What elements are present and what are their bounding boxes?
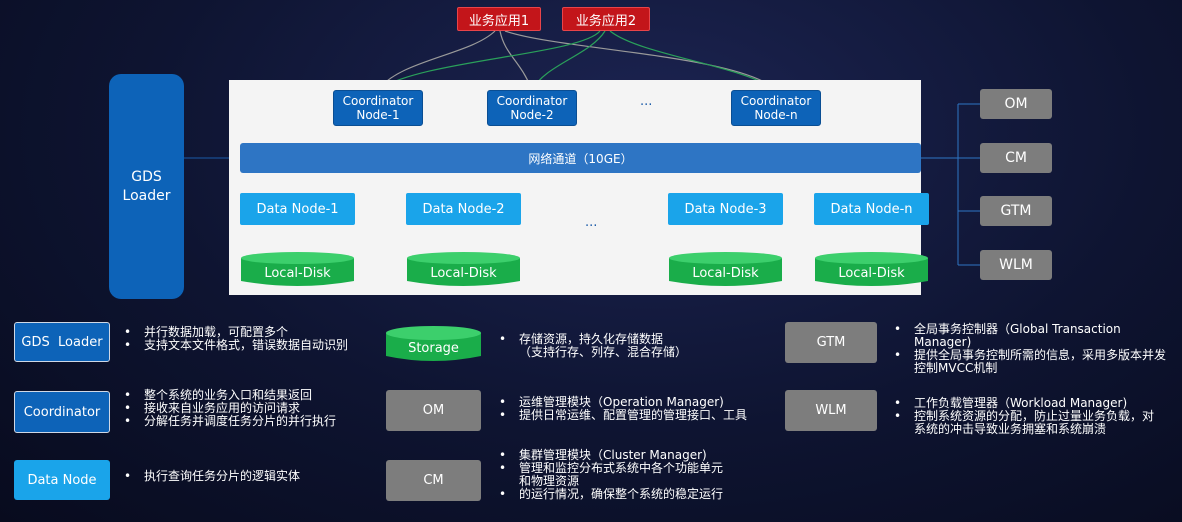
disk-label: Local-Disk [692, 265, 759, 281]
legend-text: Manager) [914, 335, 972, 349]
legend-text: 全局事务控制器（Global Transaction [890, 323, 1166, 337]
legend-text: 管理和监控分布式系统中各个功能单元 [495, 462, 723, 476]
wlm-box: WLM [980, 250, 1052, 280]
cm-box: CM [980, 143, 1052, 173]
disk-cylinder-icon [407, 252, 520, 286]
legend-text: 控制系统资源的分配，防止过量业务负载，对 [890, 410, 1154, 424]
local-disk-2: Local-Disk [406, 250, 521, 288]
legend-text: 分解任务并调度任务分片的并行执行 [120, 415, 336, 429]
legend-wlm-desc: 工作负载管理器（Workload Manager) 控制系统资源的分配，防止过量… [890, 397, 1154, 436]
om-box: OM [980, 89, 1052, 119]
legend-gtm-desc: 全局事务控制器（Global Transaction Manager) 提供全局… [890, 323, 1166, 375]
gds-loader-box: GDS Loader [109, 74, 184, 299]
coordinator-node-1: Coordinator Node-1 [333, 90, 423, 126]
coordinator-node-n: Coordinator Node-n [731, 90, 821, 126]
legend-text: 运维管理模块（Operation Manager) [495, 396, 747, 410]
disk-cylinder-icon [669, 252, 782, 286]
legend-text: 控制MVCC机制 [914, 361, 998, 375]
legend-text: 工作负载管理器（Workload Manager) [890, 397, 1154, 411]
legend-text: 提供日常运维、配置管理的管理接口、工具 [495, 409, 747, 423]
legend-text: 接收来自业务应用的访问请求 [120, 402, 336, 416]
coordinator-ellipsis: ··· [640, 98, 653, 113]
legend-wlm: WLM [785, 390, 877, 431]
gtm-box: GTM [980, 196, 1052, 226]
coordinator-node-2: Coordinator Node-2 [487, 90, 577, 126]
legend-storage-desc: 存储资源，持久化存储数据 （支持行存、列存、混合存储） [495, 333, 687, 359]
legend-text: 和物理资源 [519, 474, 580, 488]
legend-text: 系统的冲击导致业务拥塞和系统崩溃 [914, 422, 1107, 436]
local-disk-1: Local-Disk [240, 250, 355, 288]
legend-gds-desc: 并行数据加载，可配置多个 支持文本文件格式，错误数据自动识别 [120, 326, 348, 353]
legend-datanode-desc: 执行查询任务分片的逻辑实体 [120, 470, 300, 484]
local-disk-4: Local-Disk [814, 250, 929, 288]
legend-storage-label: Storage [408, 340, 459, 356]
disk-label: Local-Disk [430, 265, 497, 281]
legend-text: 的运行情况，确保整个系统的稳定运行 [495, 488, 723, 502]
legend-text: 整个系统的业务入口和结果返回 [120, 389, 336, 403]
disk-label: Local-Disk [838, 265, 905, 281]
disk-cylinder-icon [815, 252, 928, 286]
data-node-ellipsis: ··· [585, 219, 598, 234]
legend-coordinator: Coordinator [14, 391, 110, 433]
legend-text: 存储资源，持久化存储数据 [495, 333, 687, 347]
legend-gtm: GTM [785, 322, 877, 363]
data-node-n: Data Node-n [814, 193, 929, 225]
disk-label: Local-Disk [264, 265, 331, 281]
network-channel: 网络通道（10GE） [240, 143, 921, 173]
local-disk-3: Local-Disk [668, 250, 783, 288]
legend-text: （支持行存、列存、混合存储） [519, 345, 688, 359]
legend-text: 执行查询任务分片的逻辑实体 [120, 470, 300, 484]
legend-storage: Storage [385, 324, 482, 364]
legend-gds-loader: GDS Loader [14, 322, 110, 362]
legend-cm: CM [386, 460, 481, 501]
legend-coordinator-desc: 整个系统的业务入口和结果返回 接收来自业务应用的访问请求 分解任务并调度任务分片… [120, 389, 336, 429]
legend-text: 支持文本文件格式，错误数据自动识别 [120, 339, 348, 353]
app-1-box: 业务应用1 [457, 7, 541, 31]
legend-cm-desc: 集群管理模块（Cluster Manager) 管理和监控分布式系统中各个功能单… [495, 449, 723, 502]
legend-om-desc: 运维管理模块（Operation Manager) 提供日常运维、配置管理的管理… [495, 396, 747, 423]
legend-om: OM [386, 390, 481, 431]
data-node-1: Data Node-1 [240, 193, 355, 225]
data-node-2: Data Node-2 [406, 193, 521, 225]
legend-text: 并行数据加载，可配置多个 [120, 326, 348, 340]
app-2-box: 业务应用2 [562, 7, 650, 31]
legend-text: 集群管理模块（Cluster Manager) [495, 449, 723, 463]
data-node-3: Data Node-3 [668, 193, 783, 225]
legend-text: 提供全局事务控制所需的信息，采用多版本并发 [890, 349, 1166, 363]
legend-data-node: Data Node [14, 460, 110, 500]
storage-cylinder-icon [386, 326, 481, 361]
disk-cylinder-icon [241, 252, 354, 286]
